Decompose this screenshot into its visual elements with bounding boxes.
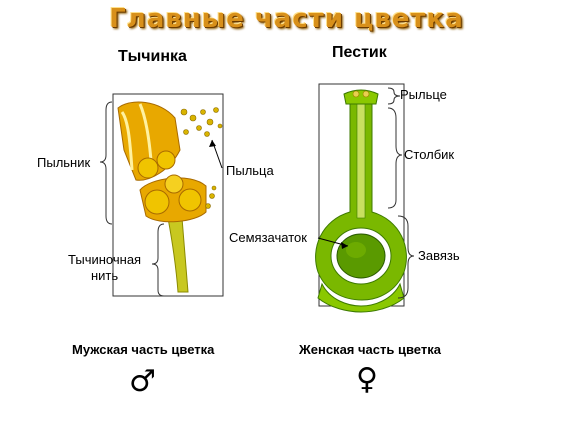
stigma-label: Рыльце (400, 87, 447, 102)
ovary-brace (397, 215, 415, 299)
ovule-label: Семязачаток (229, 230, 307, 245)
filament-label: Тычиночная нить (68, 252, 141, 284)
style-brace (387, 107, 403, 209)
male-symbol-icon: ♂ (129, 364, 156, 399)
style-label: Столбик (404, 147, 455, 162)
anther-brace (99, 101, 113, 225)
filament-label-line2: нить (90, 268, 119, 283)
male-caption: Мужская часть цветка (72, 342, 215, 357)
filament-shape (167, 217, 189, 293)
female-symbol-icon: ♀ (356, 362, 378, 397)
pollen-grains (180, 107, 223, 209)
stamen-frame (112, 93, 224, 297)
filament-brace (151, 223, 165, 297)
stamen-heading: Тычинка (118, 48, 187, 65)
anther-shape (117, 101, 207, 223)
anther-label: Пыльник (37, 155, 91, 170)
ovary-label: Завязь (418, 248, 460, 263)
pistil-heading: Пестик (332, 44, 387, 61)
page-title: Главные части цветка (109, 4, 464, 34)
pollen-label: Пыльца (226, 163, 274, 178)
female-caption: Женская часть цветка (299, 342, 441, 357)
filament-label-line1: Тычиночная (68, 252, 142, 267)
stigma-brace (387, 87, 401, 105)
pistil-shape (315, 89, 407, 313)
